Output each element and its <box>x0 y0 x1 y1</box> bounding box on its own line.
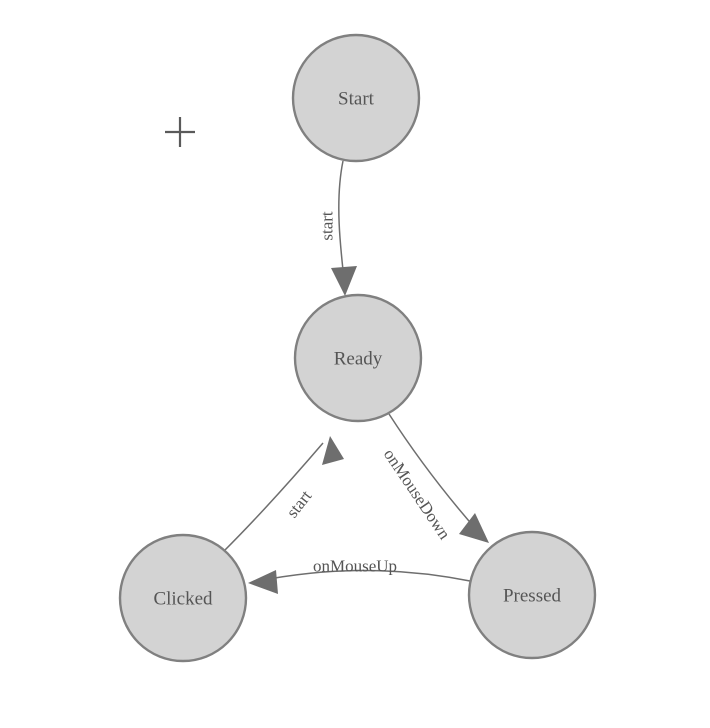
edge-label: start <box>283 486 316 521</box>
node-shape <box>291 33 421 163</box>
edge-pressed-to-clicked[interactable]: onMouseUp <box>248 557 471 595</box>
node-pressed[interactable]: Pressed <box>467 530 597 660</box>
edge-line <box>223 442 324 552</box>
edge-label: onMouseDown <box>380 445 455 543</box>
edge-label: start <box>318 211 337 241</box>
edge-arrowhead <box>331 266 357 296</box>
edge-ready-to-pressed[interactable]: onMouseDown <box>380 413 489 543</box>
node-ready[interactable]: Ready <box>293 293 423 423</box>
edge-clicked-to-ready[interactable]: start <box>223 436 344 552</box>
node-clicked[interactable]: Clicked <box>118 533 248 663</box>
node-label: Start <box>338 89 375 110</box>
node-label: Clicked <box>153 589 213 610</box>
edge-line <box>257 569 471 582</box>
edge-arrowhead <box>459 513 489 543</box>
node-label: Pressed <box>503 586 562 607</box>
node-start[interactable]: Start <box>291 33 421 163</box>
plus-crosshair-marker[interactable] <box>165 117 195 147</box>
edge-start-to-ready[interactable]: start <box>318 160 358 296</box>
node-shape <box>467 530 597 660</box>
edge-arrowhead <box>248 570 278 594</box>
edge-arrowhead <box>322 436 344 465</box>
node-shape <box>293 293 423 423</box>
edge-label: onMouseUp <box>313 557 397 576</box>
node-label: Ready <box>334 349 383 370</box>
node-shape <box>118 533 248 663</box>
